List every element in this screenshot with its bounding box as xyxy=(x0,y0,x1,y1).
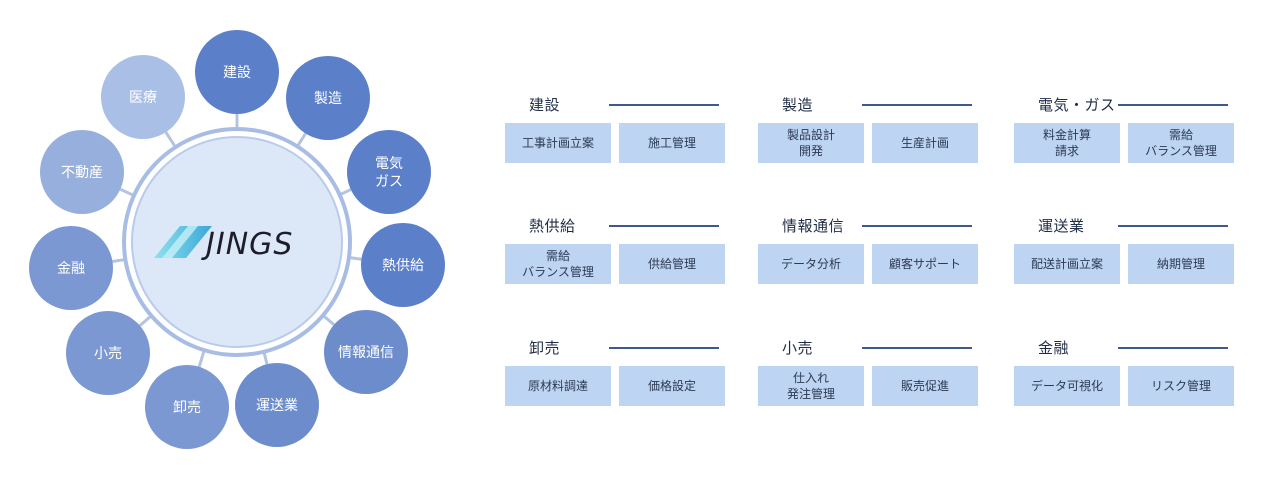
industry-section: 建設工事計画立案施工管理 xyxy=(505,94,725,184)
use-case-box: 配送計画立案 xyxy=(1014,244,1120,284)
section-rule xyxy=(1118,347,1228,349)
industry-node[interactable]: 熱供給 xyxy=(361,223,445,307)
connector-line xyxy=(119,187,135,197)
industry-node-label: 小売 xyxy=(94,346,122,362)
section-rule xyxy=(609,104,719,106)
industry-node-label: 情報通信 xyxy=(338,345,394,361)
use-case-box: データ可視化 xyxy=(1014,366,1120,406)
industry-node[interactable]: 情報通信 xyxy=(324,310,408,394)
section-title: 金融 xyxy=(1038,339,1070,357)
industry-section: 電気・ガス料金計算 請求需給 バランス管理 xyxy=(1014,94,1234,184)
section-title: 卸売 xyxy=(529,339,561,357)
industry-node-circle xyxy=(361,223,445,307)
industry-node-label: 金融 xyxy=(57,261,85,277)
connector-line xyxy=(322,314,336,326)
industry-node-label: 医療 xyxy=(129,89,157,106)
section-rule xyxy=(862,347,972,349)
use-case-box: 販売促進 xyxy=(872,366,978,406)
use-case-box: 仕入れ 発注管理 xyxy=(758,366,864,406)
industry-section: 卸売原材料調達価格設定 xyxy=(505,337,725,427)
use-case-box: 生産計画 xyxy=(872,123,978,163)
use-case-box: 原材料調達 xyxy=(505,366,611,406)
use-case-box: 施工管理 xyxy=(619,123,725,163)
industry-node-label: 熱供給 xyxy=(382,258,424,274)
use-case-box: 工事計画立案 xyxy=(505,123,611,163)
industry-node[interactable]: 電気ガス xyxy=(347,130,431,214)
section-rule xyxy=(609,225,719,227)
use-case-box: 料金計算 請求 xyxy=(1014,123,1120,163)
industry-node-circle xyxy=(40,130,124,214)
section-rule xyxy=(862,225,972,227)
industry-node-circle xyxy=(66,311,150,395)
industry-node-circle xyxy=(286,56,370,140)
industry-node[interactable]: 運送業 xyxy=(235,363,319,447)
connector-line xyxy=(339,188,352,197)
connector-line xyxy=(296,132,307,148)
logo-text: JINGS xyxy=(201,227,293,262)
use-case-box: 納期管理 xyxy=(1128,244,1234,284)
section-title: 運送業 xyxy=(1038,217,1085,235)
connector-line xyxy=(197,349,206,368)
industry-node[interactable]: 医療 xyxy=(101,55,185,139)
connector-line xyxy=(348,256,362,261)
industry-node[interactable]: 製造 xyxy=(286,56,370,140)
section-title: 小売 xyxy=(782,339,814,357)
section-rule xyxy=(862,104,972,106)
use-case-box: リスク管理 xyxy=(1128,366,1234,406)
use-case-box: データ分析 xyxy=(758,244,864,284)
industry-section: 製造製品設計 開発生産計画 xyxy=(758,94,978,184)
industry-node-circle xyxy=(195,30,279,114)
industry-node-circle xyxy=(347,130,431,214)
hub-circle xyxy=(131,136,343,348)
use-case-box: 価格設定 xyxy=(619,366,725,406)
connector-lines xyxy=(112,114,362,368)
use-case-box: 製品設計 開発 xyxy=(758,123,864,163)
industry-node[interactable]: 不動産 xyxy=(40,130,124,214)
industry-node[interactable]: 卸売 xyxy=(145,365,229,449)
industry-node-label: 不動産 xyxy=(61,165,103,181)
section-title: 建設 xyxy=(529,96,561,114)
industry-section: 運送業配送計画立案納期管理 xyxy=(1014,215,1234,305)
section-title: 情報通信 xyxy=(782,217,845,235)
industry-section: 熱供給需給 バランス管理供給管理 xyxy=(505,215,725,305)
use-case-box: 需給 バランス管理 xyxy=(1128,123,1234,163)
industry-node-circle xyxy=(235,363,319,447)
industry-node-label: 電気ガス xyxy=(375,156,403,190)
connector-line xyxy=(164,131,177,148)
industry-node-label: 運送業 xyxy=(256,398,298,414)
industry-node-circle xyxy=(29,226,113,310)
section-title: 電気・ガス xyxy=(1038,96,1116,114)
section-title: 製造 xyxy=(782,96,814,114)
use-case-box: 顧客サポート xyxy=(872,244,978,284)
connector-line xyxy=(112,258,126,263)
industry-node-label: 建設 xyxy=(223,65,251,81)
logo-mark-stripe-icon xyxy=(162,226,198,258)
connector-line xyxy=(262,351,269,365)
industry-section: 情報通信データ分析顧客サポート xyxy=(758,215,978,305)
section-rule xyxy=(609,347,719,349)
use-case-box: 需給 バランス管理 xyxy=(505,244,611,284)
jings-logo: JINGS xyxy=(154,226,293,262)
industry-node[interactable]: 金融 xyxy=(29,226,113,310)
industry-node[interactable]: 建設 xyxy=(195,30,279,114)
connector-line xyxy=(138,314,153,327)
section-rule xyxy=(1118,104,1228,106)
industry-node[interactable]: 小売 xyxy=(66,311,150,395)
industry-node-label: 卸売 xyxy=(173,400,201,416)
industry-section: 小売仕入れ 発注管理販売促進 xyxy=(758,337,978,427)
industry-node-circle xyxy=(145,365,229,449)
industry-section: 金融データ可視化リスク管理 xyxy=(1014,337,1234,427)
section-title: 熱供給 xyxy=(529,217,576,235)
industry-node-label: 製造 xyxy=(314,91,342,107)
industry-node-circle xyxy=(324,310,408,394)
use-case-box: 供給管理 xyxy=(619,244,725,284)
industry-node-circle xyxy=(101,55,185,139)
section-rule xyxy=(1118,225,1228,227)
